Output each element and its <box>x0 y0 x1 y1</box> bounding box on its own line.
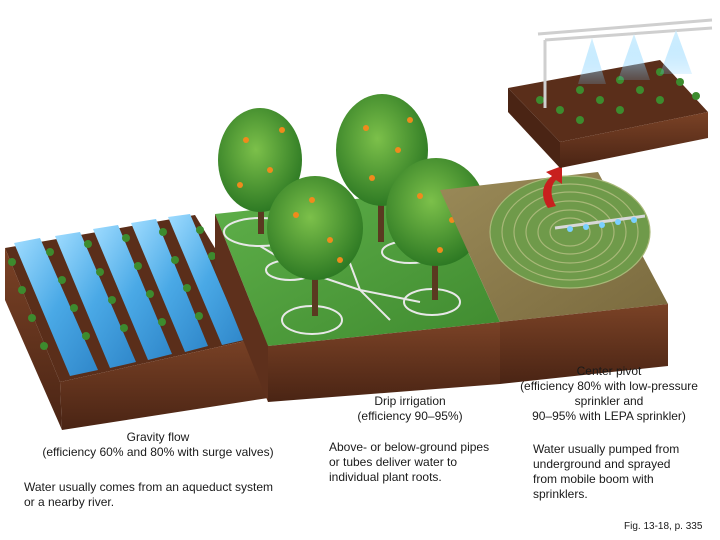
drip-irrigation-efficiency: (efficiency 90–95%) <box>357 409 463 423</box>
center-pivot-block <box>440 166 668 384</box>
water-spray <box>578 30 692 84</box>
sprinkler-inset <box>508 18 713 168</box>
drip-irrigation-title: Drip irrigation <box>374 394 446 408</box>
drip-irrigation-description: Above- or below-ground pipes or tubes de… <box>329 440 490 484</box>
gravity-flow-description: Water usually comes from an aqueduct sys… <box>24 480 273 509</box>
orange-trees <box>218 94 486 316</box>
zoom-arrow <box>543 166 562 208</box>
gravity-flow-efficiency: (efficiency 60% and 80% with surge valve… <box>42 445 274 459</box>
drip-irrigation-label: Drip irrigation (efficiency 90–95%) <box>335 394 485 424</box>
sprinkler-structure <box>537 18 713 108</box>
gravity-flow-title: Gravity flow <box>126 430 190 444</box>
figure-caption: Fig. 13-18, p. 335 <box>624 521 703 532</box>
gravity-flow-label: Gravity flow (efficiency 60% and 80% wit… <box>24 430 292 460</box>
center-pivot-description: Water usually pumped from underground an… <box>533 442 680 501</box>
gravity-flow-block <box>5 214 268 430</box>
center-pivot-title: Center pivot <box>576 364 642 378</box>
center-pivot-label: Center pivot (efficiency 80% with low-pr… <box>503 364 715 424</box>
drip-irrigation-block <box>215 94 500 402</box>
water-channels <box>14 214 244 376</box>
center-pivot-efficiency: (efficiency 80% with low-pressure sprink… <box>520 379 698 423</box>
pivot-boom <box>554 214 646 232</box>
